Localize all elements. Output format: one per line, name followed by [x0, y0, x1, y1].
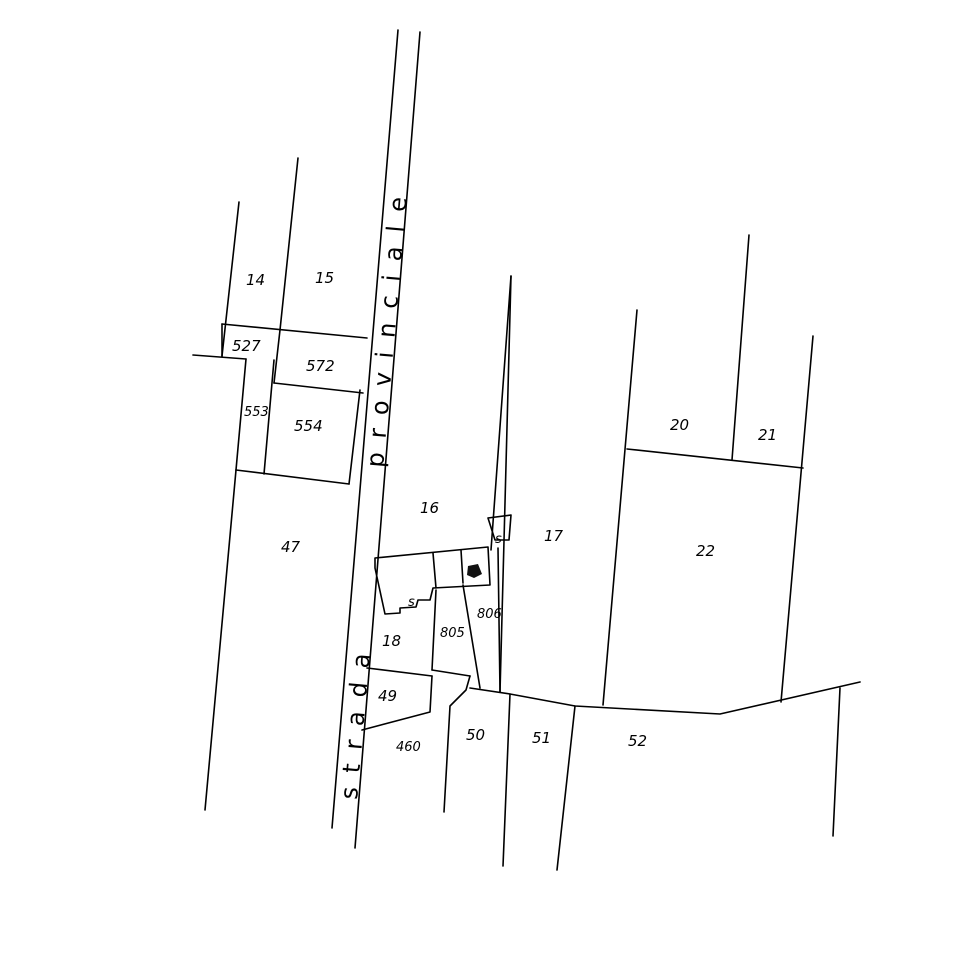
- parcel-label-554: 554: [294, 417, 323, 435]
- parcel-label-460: 460: [396, 740, 421, 755]
- parcel-label-49: 49: [378, 687, 397, 705]
- boundary: [279, 157, 299, 331]
- boundary: [192, 354, 247, 360]
- boundary: [469, 681, 861, 715]
- boundary: [431, 669, 471, 677]
- boundary: [556, 705, 576, 871]
- road-label-provinciale: provinciale: [361, 182, 414, 469]
- boundary: [490, 275, 512, 551]
- boundary: [626, 448, 804, 469]
- boundary: [221, 323, 368, 339]
- parcel-label-527: 527: [232, 337, 261, 355]
- parcel-label-18: 18: [382, 632, 401, 650]
- building-mark: s: [408, 595, 415, 610]
- boundary: [832, 687, 841, 837]
- parcel-label-50: 50: [466, 726, 485, 744]
- boundary: [273, 382, 364, 394]
- parcel-label-22: 22: [696, 542, 715, 560]
- boundary: [273, 329, 281, 384]
- parcel-label-806: 806: [477, 607, 502, 622]
- boundary: [462, 584, 481, 689]
- parcel-label-47: 47: [281, 538, 301, 556]
- boundary: [502, 693, 511, 867]
- building-outline: [487, 514, 512, 541]
- road-label-strada: strada: [335, 638, 377, 800]
- boundary: [361, 675, 433, 731]
- boundary: [263, 359, 275, 475]
- boundary: [348, 389, 361, 485]
- boundary: [499, 275, 512, 693]
- boundary: [235, 358, 247, 471]
- boundary: [221, 201, 240, 357]
- boundary: [443, 675, 471, 813]
- boundary: [497, 547, 501, 693]
- parcel-label-17: 17: [544, 527, 564, 545]
- parcel-label-15: 15: [315, 269, 334, 287]
- road-border-east: [354, 31, 421, 849]
- boundary: [602, 309, 638, 706]
- building-mark: s: [495, 532, 502, 547]
- road-border-west: [331, 29, 399, 829]
- boundary: [460, 549, 464, 584]
- boundary: [432, 552, 437, 589]
- parcel-label-805: 805: [440, 626, 465, 641]
- building-outline: [374, 546, 491, 615]
- parcel-label-553: 553: [244, 405, 269, 420]
- parcel-label-20: 20: [670, 416, 689, 434]
- parcel-label-572: 572: [306, 357, 335, 375]
- boundary: [780, 335, 814, 703]
- building-hatched: [467, 564, 482, 578]
- parcel-label-16: 16: [420, 499, 439, 517]
- parcel-label-14: 14: [246, 271, 265, 289]
- boundary: [235, 469, 350, 485]
- parcel-label-21: 21: [758, 426, 777, 444]
- boundary: [204, 469, 237, 811]
- parcel-label-52: 52: [628, 732, 647, 750]
- boundary: [731, 234, 750, 461]
- boundary: [431, 589, 437, 671]
- parcel-label-51: 51: [532, 729, 551, 747]
- boundary: [366, 667, 433, 677]
